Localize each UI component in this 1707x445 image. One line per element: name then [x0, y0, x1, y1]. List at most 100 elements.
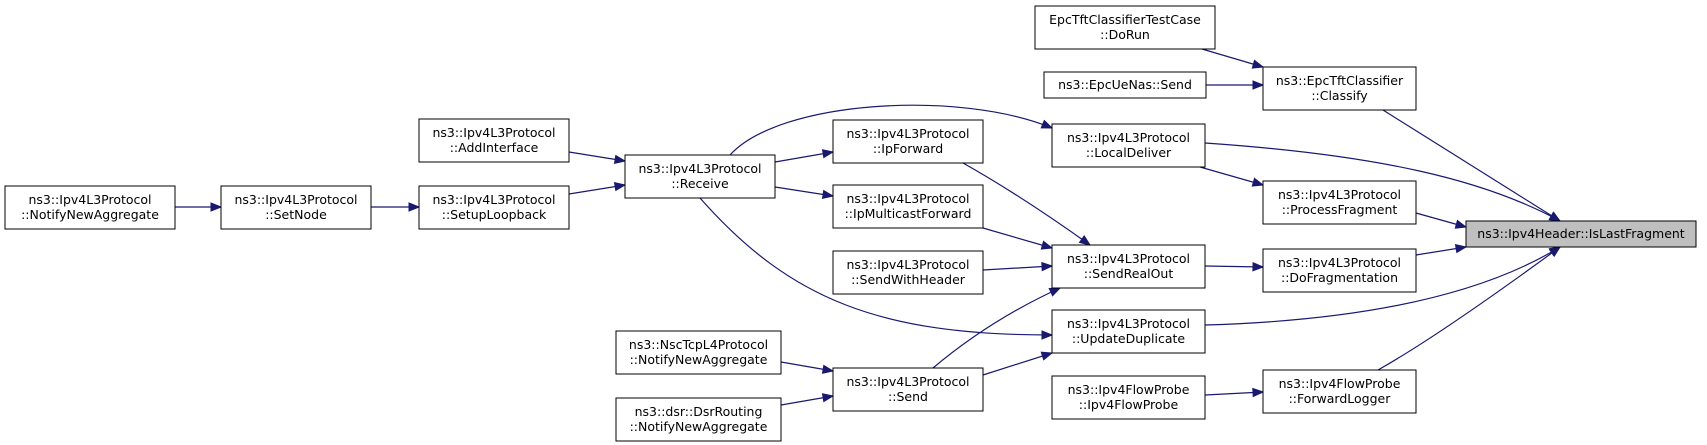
edge-line — [982, 352, 1053, 376]
node-label-line: ::UpdateDuplicate — [1072, 331, 1186, 346]
node-processfragment[interactable]: ns3::Ipv4L3Protocol::ProcessFragment — [1262, 180, 1417, 225]
node-box — [1051, 123, 1206, 168]
node-receive[interactable]: ns3::Ipv4L3Protocol::Receive — [624, 154, 776, 199]
edge-arrowhead — [1454, 243, 1468, 254]
node-label-line: ::ProcessFragment — [1282, 202, 1398, 217]
edge-arrowhead — [1252, 387, 1265, 398]
node-classify[interactable]: ns3::EpcTftClassifier::Classify — [1262, 66, 1417, 111]
node-dofragmentation[interactable]: ns3::Ipv4L3Protocol::DoFragmentation — [1262, 248, 1417, 293]
node-box — [1262, 66, 1417, 111]
node-label-line: ns3::EpcUeNas::Send — [1058, 77, 1192, 92]
node-label-line: ::DoFragmentation — [1281, 270, 1398, 285]
edge-arrowhead — [821, 364, 835, 374]
node-label-line: ns3::Ipv4FlowProbe — [1279, 376, 1401, 391]
edge-arrowhead — [1040, 119, 1054, 129]
node-label-line: ns3::Ipv4L3Protocol — [846, 374, 969, 389]
edge-arrowhead — [1548, 211, 1562, 222]
edge-setnode-to-setuploopback — [371, 202, 421, 212]
edge-line — [1204, 246, 1561, 326]
node-label-line: ::Classify — [1311, 88, 1368, 103]
edge-line — [1377, 246, 1561, 371]
edge-receive-to-updateduplicate — [699, 197, 1054, 340]
node-box — [1043, 71, 1207, 99]
node-label-line: ns3::Ipv4L3Protocol — [234, 192, 357, 207]
node-box — [615, 330, 782, 375]
edge-line — [982, 265, 1053, 271]
edge-arrowhead — [1251, 177, 1265, 187]
edge-addinterface-to-receive — [568, 151, 627, 165]
edge-line — [932, 287, 1061, 369]
edge-arrowhead — [821, 149, 835, 159]
node-label-line: ::Send — [888, 389, 928, 404]
node-send[interactable]: ns3::Ipv4L3Protocol::Send — [832, 367, 984, 412]
node-label-line: ::SendRealOut — [1084, 266, 1174, 281]
node-label-line: ::ForwardLogger — [1289, 391, 1392, 406]
node-label-line: ::Ipv4FlowProbe — [1079, 397, 1179, 412]
edge-ipmulticastforward-to-sendrealout — [982, 227, 1054, 250]
node-ipmulticastforward[interactable]: ns3::Ipv4L3Protocol::IpMulticastForward — [832, 184, 984, 229]
edge-line — [1201, 48, 1264, 68]
edge-processfragment-to-islastfragment — [1415, 212, 1468, 229]
node-setuploopback[interactable]: ns3::Ipv4L3Protocol::SetupLoopback — [418, 185, 570, 230]
edge-arrowhead — [1252, 80, 1265, 90]
node-notifynewaggregate_ipv4[interactable]: ns3::Ipv4L3Protocol::NotifyNewAggregate — [4, 185, 176, 230]
node-label-line: ns3::Ipv4L3Protocol — [1067, 251, 1190, 266]
edge-receive-to-ipmulticastforward — [774, 186, 835, 200]
edge-arrowhead — [1041, 330, 1054, 340]
node-forwardlogger[interactable]: ns3::Ipv4FlowProbe::ForwardLogger — [1262, 369, 1417, 414]
node-ipforward[interactable]: ns3::Ipv4L3Protocol::IpForward — [832, 119, 984, 164]
node-label-line: ns3::Ipv4L3Protocol — [846, 126, 969, 141]
node-epcuenas[interactable]: ns3::EpcUeNas::Send — [1043, 71, 1207, 99]
node-label-line: ns3::Ipv4L3Protocol — [638, 161, 761, 176]
node-label-line: ::NotifyNewAggregate — [630, 419, 768, 434]
node-label-line: ::DoRun — [1100, 27, 1150, 42]
edge-arrowhead — [821, 393, 835, 403]
node-box — [615, 397, 782, 442]
edge-localdeliver-to-processfragment — [1199, 166, 1265, 187]
node-localdeliver[interactable]: ns3::Ipv4L3Protocol::LocalDeliver — [1051, 123, 1206, 168]
edge-arrowhead — [613, 181, 627, 192]
node-label-line: ::SendWithHeader — [851, 272, 966, 287]
node-label-line: ns3::Ipv4L3Protocol — [846, 191, 969, 206]
edge-dorun-to-classify — [1201, 48, 1265, 69]
node-nsctcp[interactable]: ns3::NscTcpL4Protocol::NotifyNewAggregat… — [615, 330, 782, 375]
node-box — [220, 185, 372, 230]
edge-arrowhead — [1040, 351, 1054, 361]
node-addinterface[interactable]: ns3::Ipv4L3Protocol::AddInterface — [418, 118, 570, 163]
node-box — [1262, 248, 1417, 293]
node-label-line: ns3::dsr::DsrRouting — [635, 404, 763, 419]
node-label-line: ::IpMulticastForward — [845, 206, 972, 221]
node-islastfragment[interactable]: ns3::Ipv4Header::IsLastFragment — [1465, 220, 1697, 248]
edge-arrowhead — [1251, 59, 1265, 69]
edge-line — [1204, 142, 1561, 222]
node-box — [1262, 180, 1417, 225]
edge-arrowhead — [1454, 219, 1468, 229]
node-label-line: ::SetNode — [265, 207, 327, 222]
node-label-line: ns3::Ipv4L3Protocol — [1278, 187, 1401, 202]
edge-ipforward-to-sendrealout — [962, 162, 1092, 246]
node-dorun[interactable]: EpcTftClassifierTestCase::DoRun — [1034, 5, 1216, 50]
edge-line — [1382, 109, 1561, 222]
edge-epcuenas-to-classify — [1206, 80, 1265, 90]
edge-arrowhead — [210, 202, 223, 212]
node-sendrealout[interactable]: ns3::Ipv4L3Protocol::SendRealOut — [1051, 244, 1206, 289]
edge-localdeliver-to-islastfragment — [1204, 142, 1562, 222]
edge-dsrrouting-to-send — [780, 393, 835, 406]
node-ipv4flowprobe[interactable]: ns3::Ipv4FlowProbe::Ipv4FlowProbe — [1051, 375, 1206, 420]
node-label-line: ns3::Ipv4FlowProbe — [1068, 382, 1190, 397]
edge-arrowhead — [1048, 287, 1062, 297]
node-label-line: ns3::Ipv4L3Protocol — [1067, 130, 1190, 145]
node-dsrrouting[interactable]: ns3::dsr::DsrRouting::NotifyNewAggregate — [615, 397, 782, 442]
node-box — [418, 185, 570, 230]
node-box — [832, 184, 984, 229]
node-setnode[interactable]: ns3::Ipv4L3Protocol::SetNode — [220, 185, 372, 230]
node-updateduplicate[interactable]: ns3::Ipv4L3Protocol::UpdateDuplicate — [1051, 309, 1206, 354]
node-label-line: ::NotifyNewAggregate — [21, 207, 159, 222]
node-label-line: ::IpForward — [873, 141, 943, 156]
edge-arrowhead — [1548, 246, 1562, 257]
node-label-line: ::NotifyNewAggregate — [630, 352, 768, 367]
node-sendwithheader[interactable]: ns3::Ipv4L3Protocol::SendWithHeader — [832, 250, 984, 295]
node-box — [1465, 220, 1697, 248]
node-box — [418, 118, 570, 163]
node-label-line: ::Receive — [671, 176, 729, 191]
